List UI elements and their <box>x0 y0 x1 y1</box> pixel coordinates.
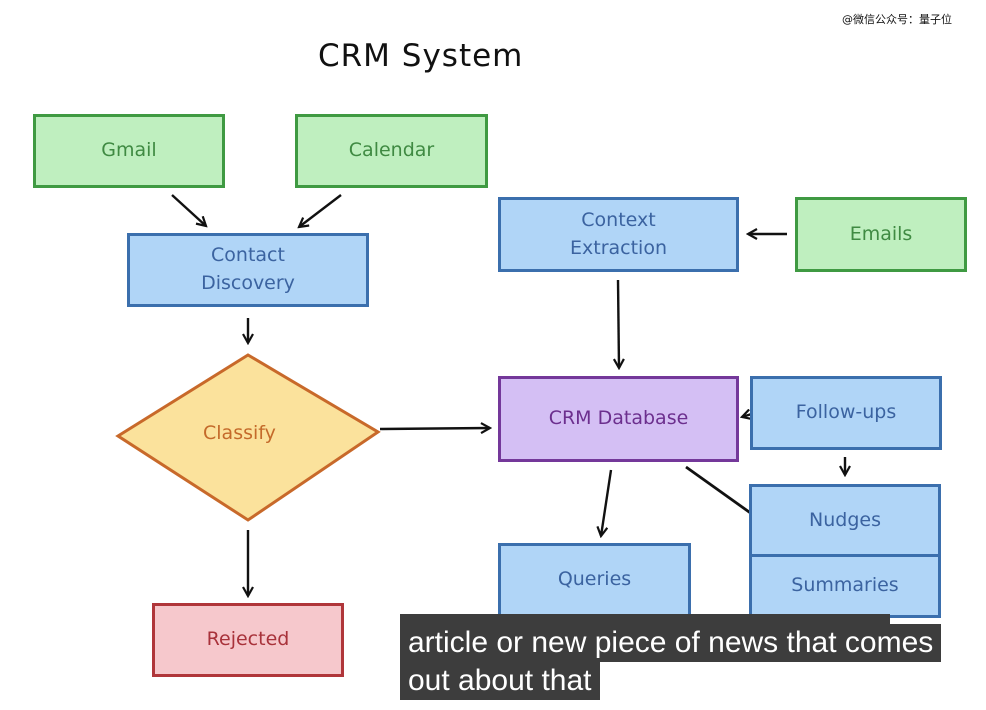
node-gmail-label: Gmail <box>101 139 157 162</box>
node-contact-discovery[interactable]: Contact Discovery <box>127 233 369 307</box>
classify-diamond[interactable] <box>115 353 381 522</box>
arrow-context-extraction-to-crm-database <box>618 279 619 368</box>
diagram-title: CRM System <box>318 38 524 74</box>
node-emails[interactable]: Emails <box>795 197 967 272</box>
node-crm-database-label: CRM Database <box>548 407 689 430</box>
node-follow-ups[interactable]: Follow-ups <box>750 376 942 450</box>
node-contact-discovery-line2: Discovery <box>201 272 295 294</box>
node-context-extraction[interactable]: Context Extraction <box>498 197 739 272</box>
node-gmail[interactable]: Gmail <box>33 114 225 188</box>
watermark: @微信公众号：量子位 <box>842 13 952 26</box>
video-subtitle: article or new piece of news that comes … <box>400 624 942 700</box>
node-nudges-label: Nudges <box>809 508 881 531</box>
arrow-crm-database-to-queries <box>601 469 613 536</box>
node-summaries-label: Summaries <box>791 574 899 597</box>
node-queries-label: Queries <box>557 568 632 591</box>
arrow-classify-to-crm-database <box>379 428 490 429</box>
node-classify-label: Classify <box>203 422 276 444</box>
node-rejected[interactable]: Rejected <box>152 603 344 677</box>
node-summaries[interactable]: Summaries <box>749 554 941 618</box>
arrow-gmail-to-contact-discovery <box>171 194 206 226</box>
node-calendar-label: Calendar <box>348 139 435 162</box>
node-queries[interactable]: Queries <box>498 543 691 617</box>
arrow-calendar-to-contact-discovery <box>299 194 342 227</box>
node-rejected-label: Rejected <box>206 628 290 651</box>
subtitle-residual-bar <box>400 614 890 626</box>
node-follow-ups-label: Follow-ups <box>795 401 897 424</box>
subtitle-line-2: out about that <box>400 662 600 700</box>
node-context-extraction-line2: Extraction <box>570 236 667 259</box>
node-emails-label: Emails <box>849 222 913 245</box>
node-calendar[interactable]: Calendar <box>295 114 488 188</box>
node-crm-database[interactable]: CRM Database <box>498 376 739 462</box>
subtitle-line-1: article or new piece of news that comes <box>400 624 942 662</box>
node-contact-discovery-line1: Contact <box>211 244 285 267</box>
node-nudges[interactable]: Nudges <box>749 484 941 557</box>
node-context-extraction-line1: Context <box>581 208 656 231</box>
